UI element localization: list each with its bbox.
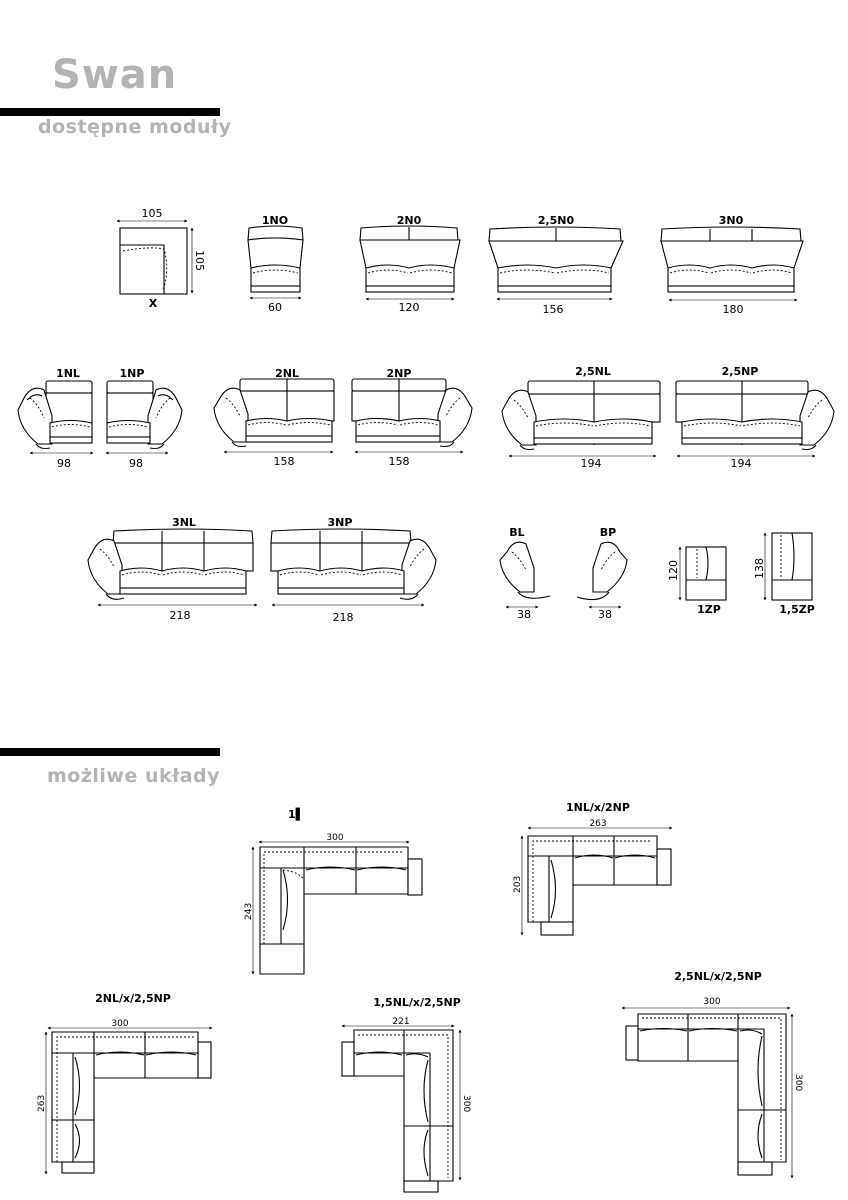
layout-2-width: 263 bbox=[589, 819, 606, 829]
layout-4-width: 221 bbox=[392, 1017, 409, 1027]
module-bl: BL 38 bbox=[499, 526, 551, 621]
layout-4-depth: 300 bbox=[461, 1095, 471, 1112]
module-1zp: 120 1ZP bbox=[667, 546, 727, 616]
layouts-heading: możliwe układy bbox=[47, 765, 221, 787]
module-2nl: 2NL 158 bbox=[213, 367, 335, 468]
module-2n0-width: 120 bbox=[399, 301, 420, 314]
layout-2nl-x-25np: 2NL/x/2,5NP 300 263 bbox=[37, 992, 213, 1175]
layout-5-width: 300 bbox=[703, 997, 720, 1007]
module-bp: BP 38 bbox=[576, 526, 628, 621]
module-bl-width: 38 bbox=[517, 608, 531, 621]
module-1np-label: 1NP bbox=[120, 367, 145, 380]
module-3nl: 3NL 218 bbox=[87, 516, 258, 622]
module-2n0: 2N0 120 bbox=[359, 214, 461, 314]
layout-4-label: 1,5NL/x/2,5NP bbox=[373, 996, 461, 1009]
module-15zp-label: 1,5ZP bbox=[779, 603, 815, 616]
module-2nl-label: 2NL bbox=[275, 367, 299, 380]
layout-3-width: 300 bbox=[111, 1019, 128, 1029]
module-1np: 1NP 98 bbox=[105, 367, 183, 470]
module-1nl-width: 98 bbox=[57, 457, 71, 470]
module-2np: 2NP 158 bbox=[351, 367, 473, 468]
modules-heading: dostępne moduły bbox=[38, 116, 232, 138]
brand-title: Swan bbox=[52, 52, 178, 98]
module-1no-label: 1NO bbox=[262, 214, 288, 227]
module-bp-label: BP bbox=[600, 526, 616, 539]
layout-3-label: 2NL/x/2,5NP bbox=[95, 992, 171, 1005]
module-25np: 2,5NP 194 bbox=[675, 365, 835, 470]
header-bar bbox=[0, 108, 220, 116]
module-1nl: 1NL 98 bbox=[17, 367, 94, 470]
layouts-bar bbox=[0, 748, 220, 756]
module-2np-label: 2NP bbox=[387, 367, 412, 380]
layout-3-depth: 263 bbox=[37, 1095, 47, 1112]
layout-1nl-x-2np: 1NL/x/2NP 263 203 bbox=[513, 801, 673, 936]
module-25nl-label: 2,5NL bbox=[575, 365, 611, 378]
module-25np-label: 2,5NP bbox=[722, 365, 759, 378]
module-3n0-width: 180 bbox=[723, 303, 744, 316]
module-3np-width: 218 bbox=[333, 611, 354, 624]
module-bp-width: 38 bbox=[598, 608, 612, 621]
layout-5-label: 2,5NL/x/2,5NP bbox=[674, 970, 762, 983]
module-15zp: 138 1,5ZP bbox=[753, 532, 815, 616]
module-x-width: 105 bbox=[142, 207, 163, 220]
module-3nl-label: 3NL bbox=[172, 516, 196, 529]
module-1np-width: 98 bbox=[129, 457, 143, 470]
layout-25nl-x-25np: 2,5NL/x/2,5NP 300 300 bbox=[621, 970, 803, 1179]
module-25n0-width: 156 bbox=[543, 303, 564, 316]
module-x: 105 105 X bbox=[116, 207, 206, 310]
module-1no-width: 60 bbox=[268, 301, 282, 314]
module-25np-width: 194 bbox=[731, 457, 752, 470]
layout-1: 1▌ 300 243 bbox=[244, 807, 423, 975]
module-1zp-label: 1ZP bbox=[697, 603, 721, 616]
module-3nl-width: 218 bbox=[170, 609, 191, 622]
module-x-depth: 105 bbox=[193, 250, 206, 271]
module-2nl-width: 158 bbox=[274, 455, 295, 468]
layout-2-depth: 203 bbox=[513, 876, 523, 893]
layout-1-depth: 243 bbox=[244, 903, 254, 920]
layout-5-depth: 300 bbox=[793, 1074, 803, 1091]
module-x-label: X bbox=[149, 297, 158, 310]
module-25n0-label: 2,5N0 bbox=[538, 214, 575, 227]
layout-1-label: 1▌ bbox=[288, 807, 304, 821]
module-1zp-depth: 120 bbox=[667, 560, 680, 581]
module-3np-label: 3NP bbox=[328, 516, 353, 529]
module-2np-width: 158 bbox=[389, 455, 410, 468]
module-1no: 1NO 60 bbox=[247, 214, 304, 314]
layout-1-width: 300 bbox=[326, 833, 343, 843]
module-3n0: 3N0 180 bbox=[660, 214, 804, 316]
module-1nl-label: 1NL bbox=[56, 367, 80, 380]
module-bl-label: BL bbox=[509, 526, 524, 539]
module-3np: 3NP 218 bbox=[270, 516, 437, 624]
module-2n0-label: 2N0 bbox=[397, 214, 422, 227]
module-25nl: 2,5NL 194 bbox=[501, 365, 661, 470]
layout-15nl-x-25np: 1,5NL/x/2,5NP 221 300 bbox=[341, 996, 471, 1193]
layout-2-label: 1NL/x/2NP bbox=[566, 801, 630, 814]
module-15zp-depth: 138 bbox=[753, 558, 766, 579]
module-25n0: 2,5N0 156 bbox=[488, 214, 624, 316]
module-25nl-width: 194 bbox=[581, 457, 602, 470]
module-3n0-label: 3N0 bbox=[719, 214, 744, 227]
